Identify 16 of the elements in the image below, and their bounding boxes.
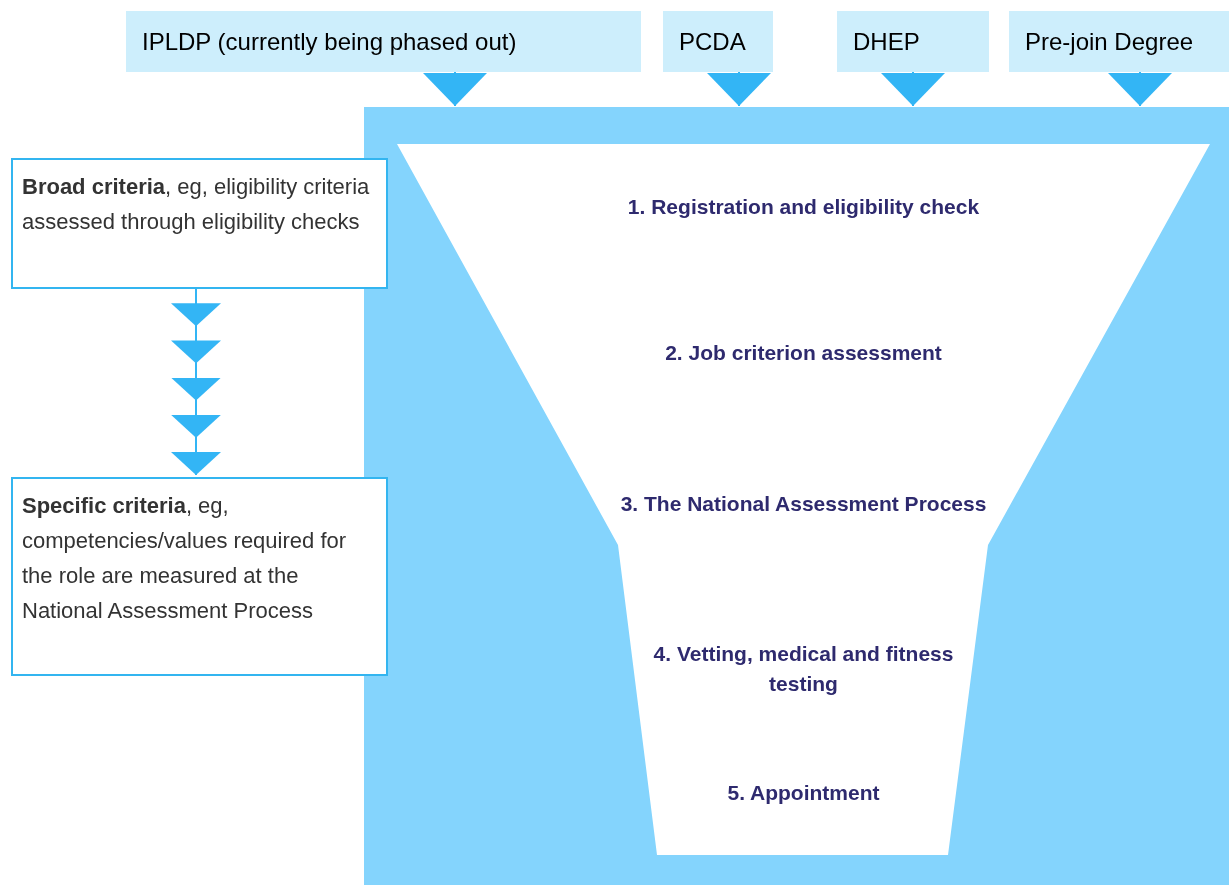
entry-route-box: IPLDP (currently being phased out): [126, 11, 641, 72]
chevron-arrow: [707, 71, 771, 107]
chevron-arrow: [171, 288, 221, 476]
entry-route-box: DHEP: [837, 11, 989, 72]
stage-label: 4. Vetting, medical and fitness testing: [653, 641, 954, 697]
chevron-arrow: [423, 71, 487, 107]
stage-label: 1. Registration and eligibility check: [626, 194, 981, 220]
criteria-box: Specific criteria, eg, competencies/values required for the role are measured at the National Assessment Process: [11, 477, 388, 676]
stage-label: 2. Job criterion assessment: [664, 340, 943, 366]
entry-route-box: PCDA: [663, 11, 773, 72]
stage-label: 3. The National Assessment Process: [619, 491, 988, 517]
stage-label: 5. Appointment: [726, 780, 881, 806]
chevron-arrow: [1108, 71, 1172, 107]
entry-route-box: Pre-join Degree: [1009, 11, 1229, 72]
chevron-arrow: [881, 71, 945, 107]
criteria-box: Broad criteria, eg, eligibility criteria assessed through eligibility checks: [11, 158, 388, 289]
